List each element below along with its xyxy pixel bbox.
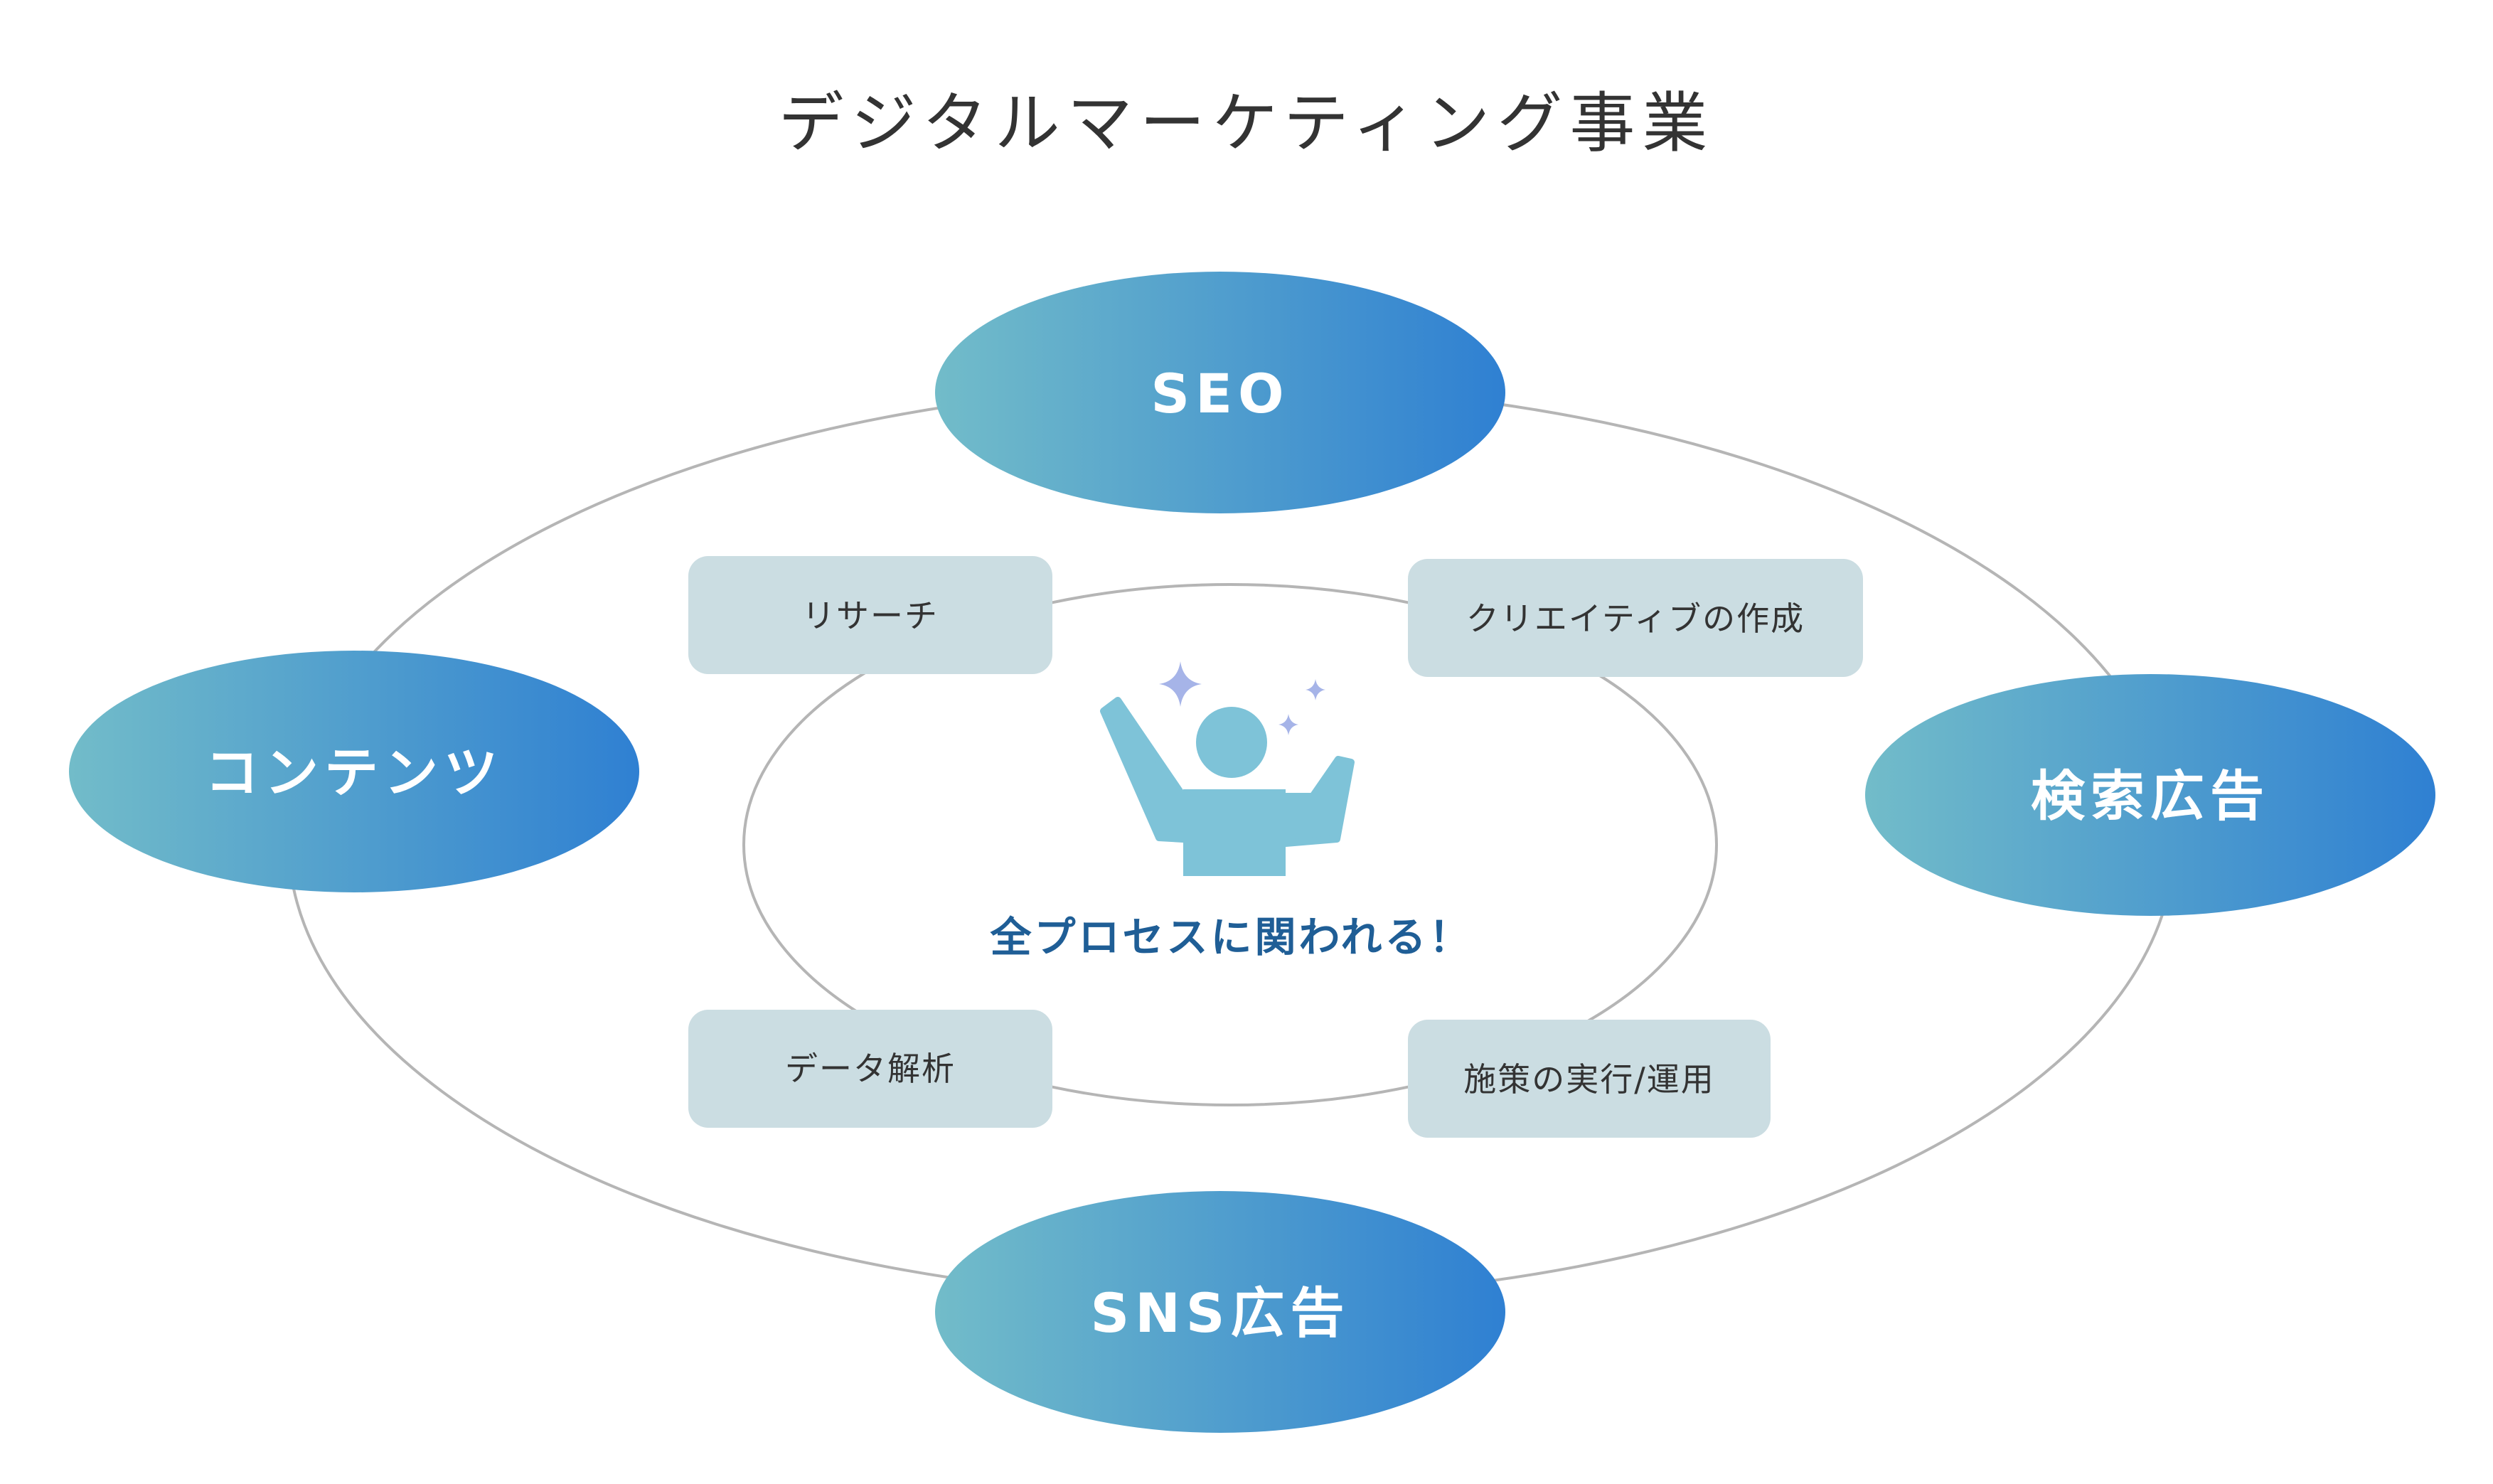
- step-label-creative: クリエイティブの作成: [1466, 599, 1805, 638]
- sparkle-small-mid: [1278, 714, 1298, 735]
- node-contents: コンテンツ: [69, 651, 639, 892]
- person-left-arm: [1100, 697, 1187, 843]
- step-label-analysis: データ解析: [785, 1050, 956, 1088]
- step-box: [1408, 1020, 1771, 1138]
- node-label-sns-ads: SNS広告: [1090, 1281, 1350, 1345]
- step-execution: 施策の実行/運用: [1408, 1020, 1771, 1138]
- node-ellipse: [69, 651, 639, 892]
- sparkle-large: [1159, 661, 1202, 707]
- sparkle-icon: [1159, 661, 1325, 735]
- node-label-search-ads: 検索広告: [2031, 764, 2270, 828]
- person-right-arm: [1282, 756, 1355, 847]
- center-message: 全プロセスに関われる！: [989, 913, 1473, 961]
- step-label-execution: 施策の実行/運用: [1463, 1060, 1715, 1099]
- person-cheering-icon: [1100, 697, 1355, 876]
- node-ellipse: [935, 272, 1505, 513]
- step-box: [1408, 559, 1863, 677]
- page-title: デジタルマーケティング事業: [779, 85, 1715, 161]
- step-analysis: データ解析: [688, 1010, 1052, 1128]
- step-box: [688, 556, 1052, 674]
- sparkle-small-top: [1306, 679, 1325, 700]
- node-label-contents: コンテンツ: [205, 741, 503, 804]
- step-creative: クリエイティブの作成: [1408, 559, 1863, 677]
- node-search-ads: 検索広告: [1865, 674, 2435, 916]
- inner-cycle-ring: [742, 583, 1718, 1106]
- person-torso: [1183, 789, 1286, 876]
- node-seo: SEO: [935, 272, 1505, 513]
- node-ellipse: [1865, 674, 2435, 916]
- node-label-seo: SEO: [1151, 362, 1289, 425]
- node-sns-ads: SNS広告: [935, 1191, 1505, 1433]
- step-research: リサーチ: [688, 556, 1052, 674]
- step-box: [688, 1010, 1052, 1128]
- step-label-research: リサーチ: [802, 597, 939, 635]
- node-ellipse: [935, 1191, 1505, 1433]
- person-head: [1196, 707, 1267, 778]
